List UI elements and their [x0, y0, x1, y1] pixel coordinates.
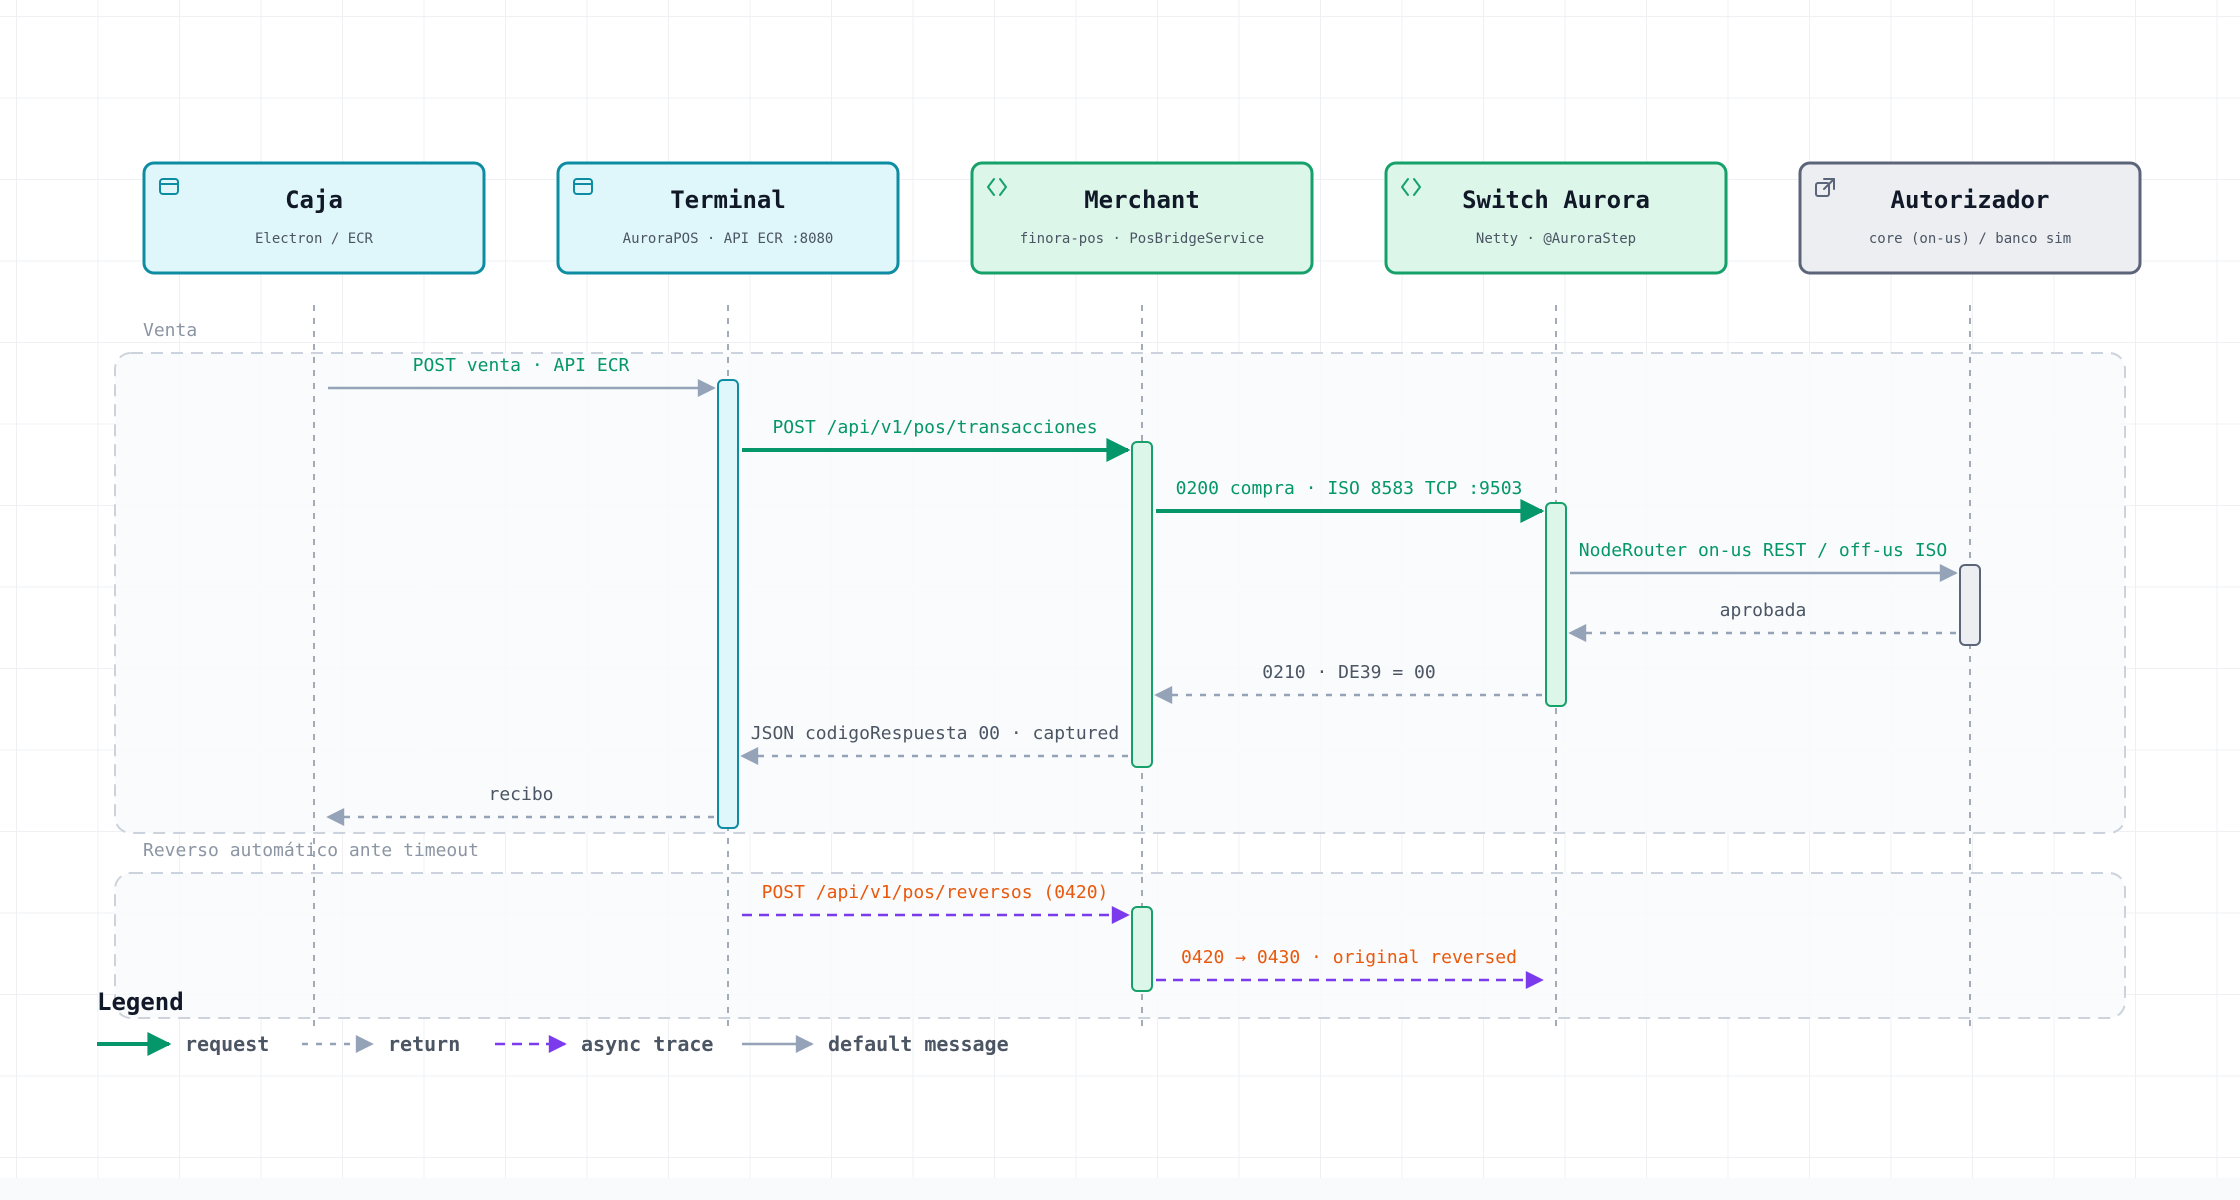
- actor-autorizador[interactable]: Autorizador core (on-us) / banco sim: [1798, 161, 2142, 275]
- external-link-icon: [1815, 178, 1835, 197]
- message-label: POST venta · API ECR: [413, 355, 630, 376]
- fragment-label: Reverso automático ante timeout: [143, 840, 479, 861]
- legend-label: return: [388, 1032, 460, 1056]
- fragment-frame: [114, 352, 2126, 834]
- code-icon: [987, 178, 1007, 196]
- actor-subtitle: Netty · @AuroraStep: [1476, 231, 1636, 247]
- actor-subtitle: core (on-us) / banco sim: [1869, 231, 2071, 247]
- fragment-label: Venta: [143, 320, 197, 341]
- actor-title: Switch Aurora: [1462, 186, 1650, 214]
- activation-bar-merchant: [1131, 906, 1153, 992]
- activation-bar-merchant: [1131, 441, 1153, 768]
- message-label: recibo: [488, 784, 553, 805]
- message-label: JSON codigoRespuesta 00 · captured: [751, 723, 1119, 744]
- message-label: POST /api/v1/pos/transacciones: [772, 417, 1097, 438]
- actor-box: [556, 161, 900, 275]
- actor-subtitle: Electron / ECR: [255, 231, 374, 247]
- message-label: 0200 compra · ISO 8583 TCP :9503: [1176, 478, 1523, 499]
- actor-box: [970, 161, 1314, 275]
- activation-bar-autorizador: [1959, 564, 1981, 646]
- actor-subtitle: AuroraPOS · API ECR :8080: [623, 231, 834, 247]
- legend-label: default message: [828, 1032, 1009, 1056]
- code-icon: [1401, 178, 1421, 196]
- activation-bar-terminal: [717, 379, 739, 829]
- actor-title: Autorizador: [1891, 186, 2050, 214]
- window-icon: [573, 178, 593, 195]
- actor-subtitle: finora-pos · PosBridgeService: [1020, 231, 1264, 247]
- legend-label: request: [185, 1032, 269, 1056]
- messages-layer: POST venta · API ECR POST /api/v1/pos/tra…: [326, 355, 1958, 989]
- message-label: 0420 → 0430 · original reversed: [1181, 947, 1517, 968]
- actor-merchant[interactable]: Merchant finora-pos · PosBridgeService: [970, 161, 1314, 275]
- legend-label: async trace: [581, 1032, 713, 1056]
- message-label: POST /api/v1/pos/reversos (0420): [762, 882, 1109, 903]
- activations-layer: [717, 379, 1981, 992]
- message-label: 0210 · DE39 = 00: [1262, 662, 1435, 683]
- actor-title: Terminal: [670, 186, 786, 214]
- fragment-frame: [114, 872, 2126, 1019]
- actor-title: Caja: [285, 186, 343, 214]
- actor-box: [142, 161, 486, 275]
- actor-box: [1384, 161, 1728, 275]
- window-icon: [159, 178, 179, 195]
- message-label: NodeRouter on-us REST / off-us ISO: [1579, 540, 1947, 561]
- message-label: aprobada: [1720, 600, 1807, 621]
- actor-title: Merchant: [1084, 186, 1200, 214]
- actor-box: [1798, 161, 2142, 275]
- legend-title: Legend: [97, 988, 184, 1016]
- activation-bar-switch: [1545, 502, 1567, 707]
